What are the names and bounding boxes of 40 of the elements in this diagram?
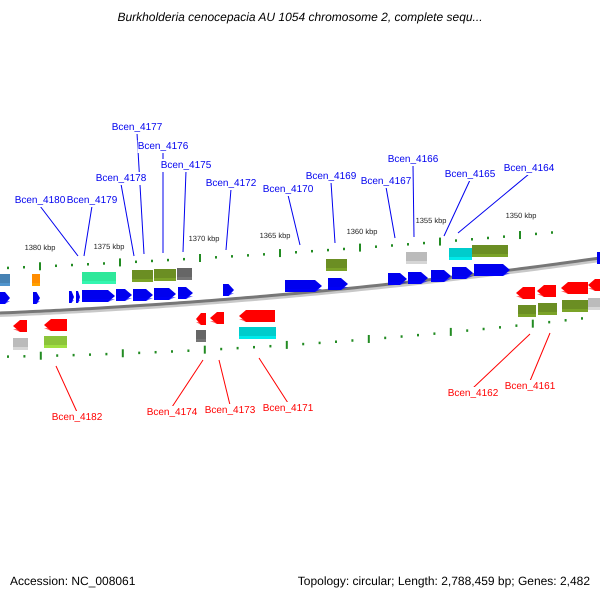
- gene-label: Bcen_4173: [204, 404, 256, 417]
- title: Burkholderia cenocepacia AU 1054 chromosome 2, complete sequ...: [116, 11, 484, 24]
- gene-label: Bcen_4167: [360, 175, 412, 188]
- leader-line: [162, 152, 164, 254]
- leader-line: [182, 170, 186, 252]
- topology-text: Topology: circular; Length: 2,788,459 bp; Genes: 2,482: [298, 575, 590, 588]
- leader-line: [218, 360, 230, 406]
- gene-label: Bcen_4165: [444, 168, 496, 181]
- gene-label: Bcen_4170: [262, 183, 314, 196]
- leader-line: [226, 188, 232, 250]
- gene-label: Bcen_4179: [66, 194, 118, 207]
- leader-line: [386, 186, 396, 238]
- leader-line: [288, 194, 300, 246]
- leader-line: [412, 164, 414, 238]
- gene-label: Bcen_4182: [52, 411, 102, 424]
- leader-line: [458, 174, 530, 234]
- leader-line: [472, 334, 530, 388]
- accession-text: Accession: NC_008061: [10, 575, 136, 588]
- leader-line: [258, 358, 288, 404]
- gene-label: Bcen_4177: [112, 121, 162, 134]
- gene-label: Bcen_4172: [206, 177, 256, 190]
- leader-line: [444, 180, 470, 236]
- gene-label: Bcen_4171: [262, 402, 314, 415]
- gene-label: Bcen_4176: [138, 140, 188, 153]
- gene-label: Bcen_4174: [146, 406, 198, 419]
- gene-label: Bcen_4169: [306, 170, 356, 183]
- leader-line: [120, 184, 134, 256]
- gene-label: Bcen_4164: [504, 162, 554, 175]
- gene-label: Bcen_4162: [448, 387, 498, 400]
- leader-line: [84, 206, 92, 256]
- gene-label: Bcen_4178: [96, 172, 146, 185]
- gene-label: Bcen_4161: [504, 380, 556, 393]
- gene-label: Bcen_4175: [160, 159, 212, 172]
- leader-line: [330, 182, 336, 244]
- gene-label: Bcen_4166: [388, 153, 438, 166]
- gene-label: Bcen_4180: [14, 194, 66, 207]
- leader-line: [40, 206, 78, 256]
- leader-line: [56, 366, 78, 412]
- leader-line: [530, 332, 550, 382]
- leader-line: [172, 360, 204, 408]
